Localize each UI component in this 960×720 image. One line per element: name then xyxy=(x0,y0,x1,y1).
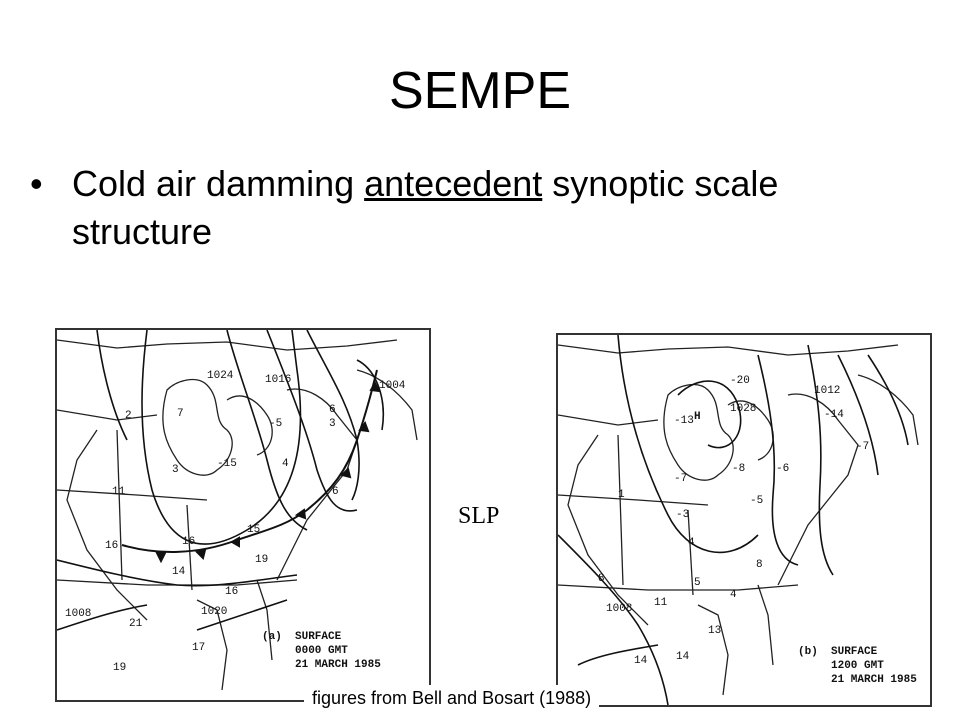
map-b-temp: 13 xyxy=(708,625,721,637)
map-a-temp: 6 xyxy=(332,486,339,498)
map-a-temp: 16 xyxy=(105,540,118,552)
surface-map-a-drawing: 1024 1016 1004 1008 1020 2 7 -5 6 3 3 -1… xyxy=(57,330,418,691)
map-a-caption-line: 0000 GMT xyxy=(262,645,348,657)
map-a-temp: 2 xyxy=(125,410,132,422)
bullet-text-after: synoptic scale structure xyxy=(72,163,779,252)
map-a-temp: 6 xyxy=(329,404,336,416)
map-b-caption-line: 1200 GMT xyxy=(798,660,884,672)
map-a-isobar-1016: 1016 xyxy=(265,374,291,386)
map-a-isobar-1004: 1004 xyxy=(379,380,406,392)
map-b-temp: -7 xyxy=(674,473,687,485)
map-a-temp: -5 xyxy=(269,418,282,430)
map-a-temp: 16 xyxy=(182,536,195,548)
map-a-temp: 11 xyxy=(112,486,126,498)
map-b-isobar-1028: 1028 xyxy=(730,403,756,415)
map-b-temp: 8 xyxy=(598,573,605,585)
map-a-caption-line: (a) SURFACE xyxy=(262,631,342,643)
map-b-temp: -6 xyxy=(776,463,789,475)
map-b-temp: -13 xyxy=(674,415,694,427)
map-a-isobar-1008: 1008 xyxy=(65,608,91,620)
map-b-caption: (b) SURFACE 1200 GMT 21 MARCH 1985 xyxy=(798,645,918,687)
map-b-isobar-1008: 1008 xyxy=(606,603,632,615)
map-b-caption-line: 21 MARCH 1985 xyxy=(798,674,917,686)
map-b-temp: 14 xyxy=(676,651,690,663)
map-a-temp: 19 xyxy=(255,554,268,566)
bullet-text-underlined: antecedent xyxy=(364,163,543,204)
map-b-isobar-1012: 1012 xyxy=(814,385,840,397)
map-a-caption-line: 21 MARCH 1985 xyxy=(262,659,381,671)
map-a-temp: 15 xyxy=(247,524,260,536)
map-a-temp: 21 xyxy=(129,618,143,630)
surface-map-b: H 1028 1012 1008 -20 -13 -14 -7 -7 -8 -6… xyxy=(556,333,932,707)
map-a-temp: 14 xyxy=(172,566,186,578)
surface-map-a: 1024 1016 1004 1008 1020 2 7 -5 6 3 3 -1… xyxy=(55,328,431,702)
map-a-temp: 16 xyxy=(225,586,238,598)
map-b-temp: -8 xyxy=(732,463,745,475)
map-b-temp: 5 xyxy=(694,577,701,589)
map-b-temp: -20 xyxy=(730,375,750,387)
figure-credit: figures from Bell and Bosart (1988) xyxy=(304,685,600,711)
map-a-caption: (a) SURFACE 0000 GMT 21 MARCH 1985 xyxy=(262,630,382,672)
map-b-temp: 4 xyxy=(688,537,695,549)
bullet-marker: • xyxy=(30,163,43,204)
map-b-temp: 8 xyxy=(756,559,763,571)
map-a-temp: 19 xyxy=(113,662,126,674)
map-a-temp: 3 xyxy=(172,464,179,476)
map-a-temp: 3 xyxy=(329,418,336,430)
map-b-temp: -5 xyxy=(750,495,763,507)
map-b-temp: 11 xyxy=(654,597,668,609)
map-a-temp: -15 xyxy=(217,458,237,470)
map-a-temp: 4 xyxy=(282,458,289,470)
map-b-high-label: H xyxy=(694,411,701,423)
map-b-caption-line: (b) SURFACE xyxy=(798,646,878,658)
map-b-temp: -7 xyxy=(856,441,869,453)
map-b-temp: 1 xyxy=(618,489,625,501)
map-a-temp: 17 xyxy=(192,642,205,654)
map-b-temp: -3 xyxy=(676,509,689,521)
bullet-text-before: Cold air damming xyxy=(72,163,365,204)
bullet-text: Cold air damming antecedent synoptic sca… xyxy=(72,160,922,256)
slp-label: SLP xyxy=(458,503,500,529)
surface-map-b-drawing: H 1028 1012 1008 -20 -13 -14 -7 -7 -8 -6… xyxy=(558,335,919,705)
map-a-temp: 7 xyxy=(177,408,184,420)
map-b-temp: -14 xyxy=(824,409,844,421)
slide-title: SEMPE xyxy=(388,62,572,120)
map-a-isobar-1020: 1020 xyxy=(201,606,227,618)
map-b-temp: 14 xyxy=(634,655,648,667)
map-b-temp: 4 xyxy=(730,589,737,601)
map-a-isobar-1024: 1024 xyxy=(207,370,234,382)
